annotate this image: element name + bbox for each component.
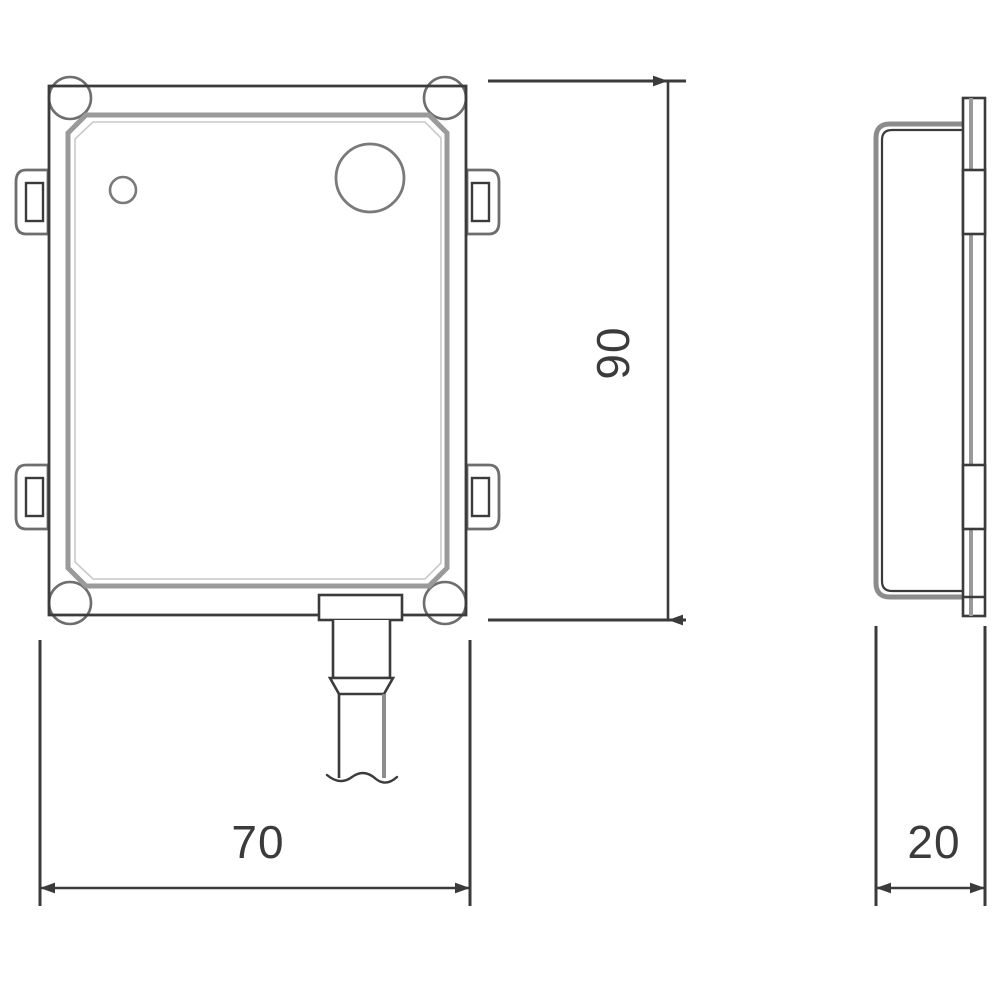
cable-break-line — [325, 771, 399, 784]
corner-boss-bottom-right — [422, 580, 468, 626]
corner-boss-group — [47, 75, 468, 626]
large-hole — [334, 142, 406, 214]
cable-gland-assembly — [317, 593, 404, 784]
dimension-label-depth: 20 — [907, 816, 960, 868]
side-body-outline — [873, 121, 968, 600]
side-ear-mark-upper — [961, 168, 987, 236]
mounting-ear-right-upper — [465, 168, 501, 236]
mounting-ear-right-lower — [465, 463, 501, 531]
mounting-ear-left-lower — [14, 463, 50, 531]
enclosure-lid-outline — [65, 112, 450, 589]
mounting-ear-left-upper — [14, 168, 50, 236]
ear-slot-left-lower — [24, 476, 45, 518]
ear-slot-left-upper — [24, 181, 45, 223]
corner-boss-top-left — [47, 75, 93, 121]
side-ear-mark-lower — [961, 463, 987, 531]
dimension-label-height: 90 — [587, 326, 639, 379]
dimension-label-width: 70 — [231, 816, 284, 868]
side-view — [873, 96, 987, 618]
dimension-height-90: 90 — [488, 75, 686, 626]
enclosure-lid-inner-line — [74, 121, 442, 580]
ear-slot-right-lower — [470, 476, 491, 518]
cable-gland-shoulder — [327, 676, 396, 696]
dimension-width-70: 70 — [38, 640, 472, 906]
corner-boss-top-right — [422, 75, 468, 121]
front-view — [14, 75, 501, 784]
dimension-depth-20: 20 — [874, 626, 987, 906]
small-hole — [108, 175, 138, 205]
ear-slot-right-upper — [470, 181, 491, 223]
side-body-inner-line — [880, 128, 968, 593]
enclosure-outer-outline — [47, 84, 468, 617]
cable-gland-barrel — [331, 620, 392, 680]
corner-boss-bottom-left — [47, 580, 93, 626]
cable-gland-neck — [317, 593, 404, 622]
